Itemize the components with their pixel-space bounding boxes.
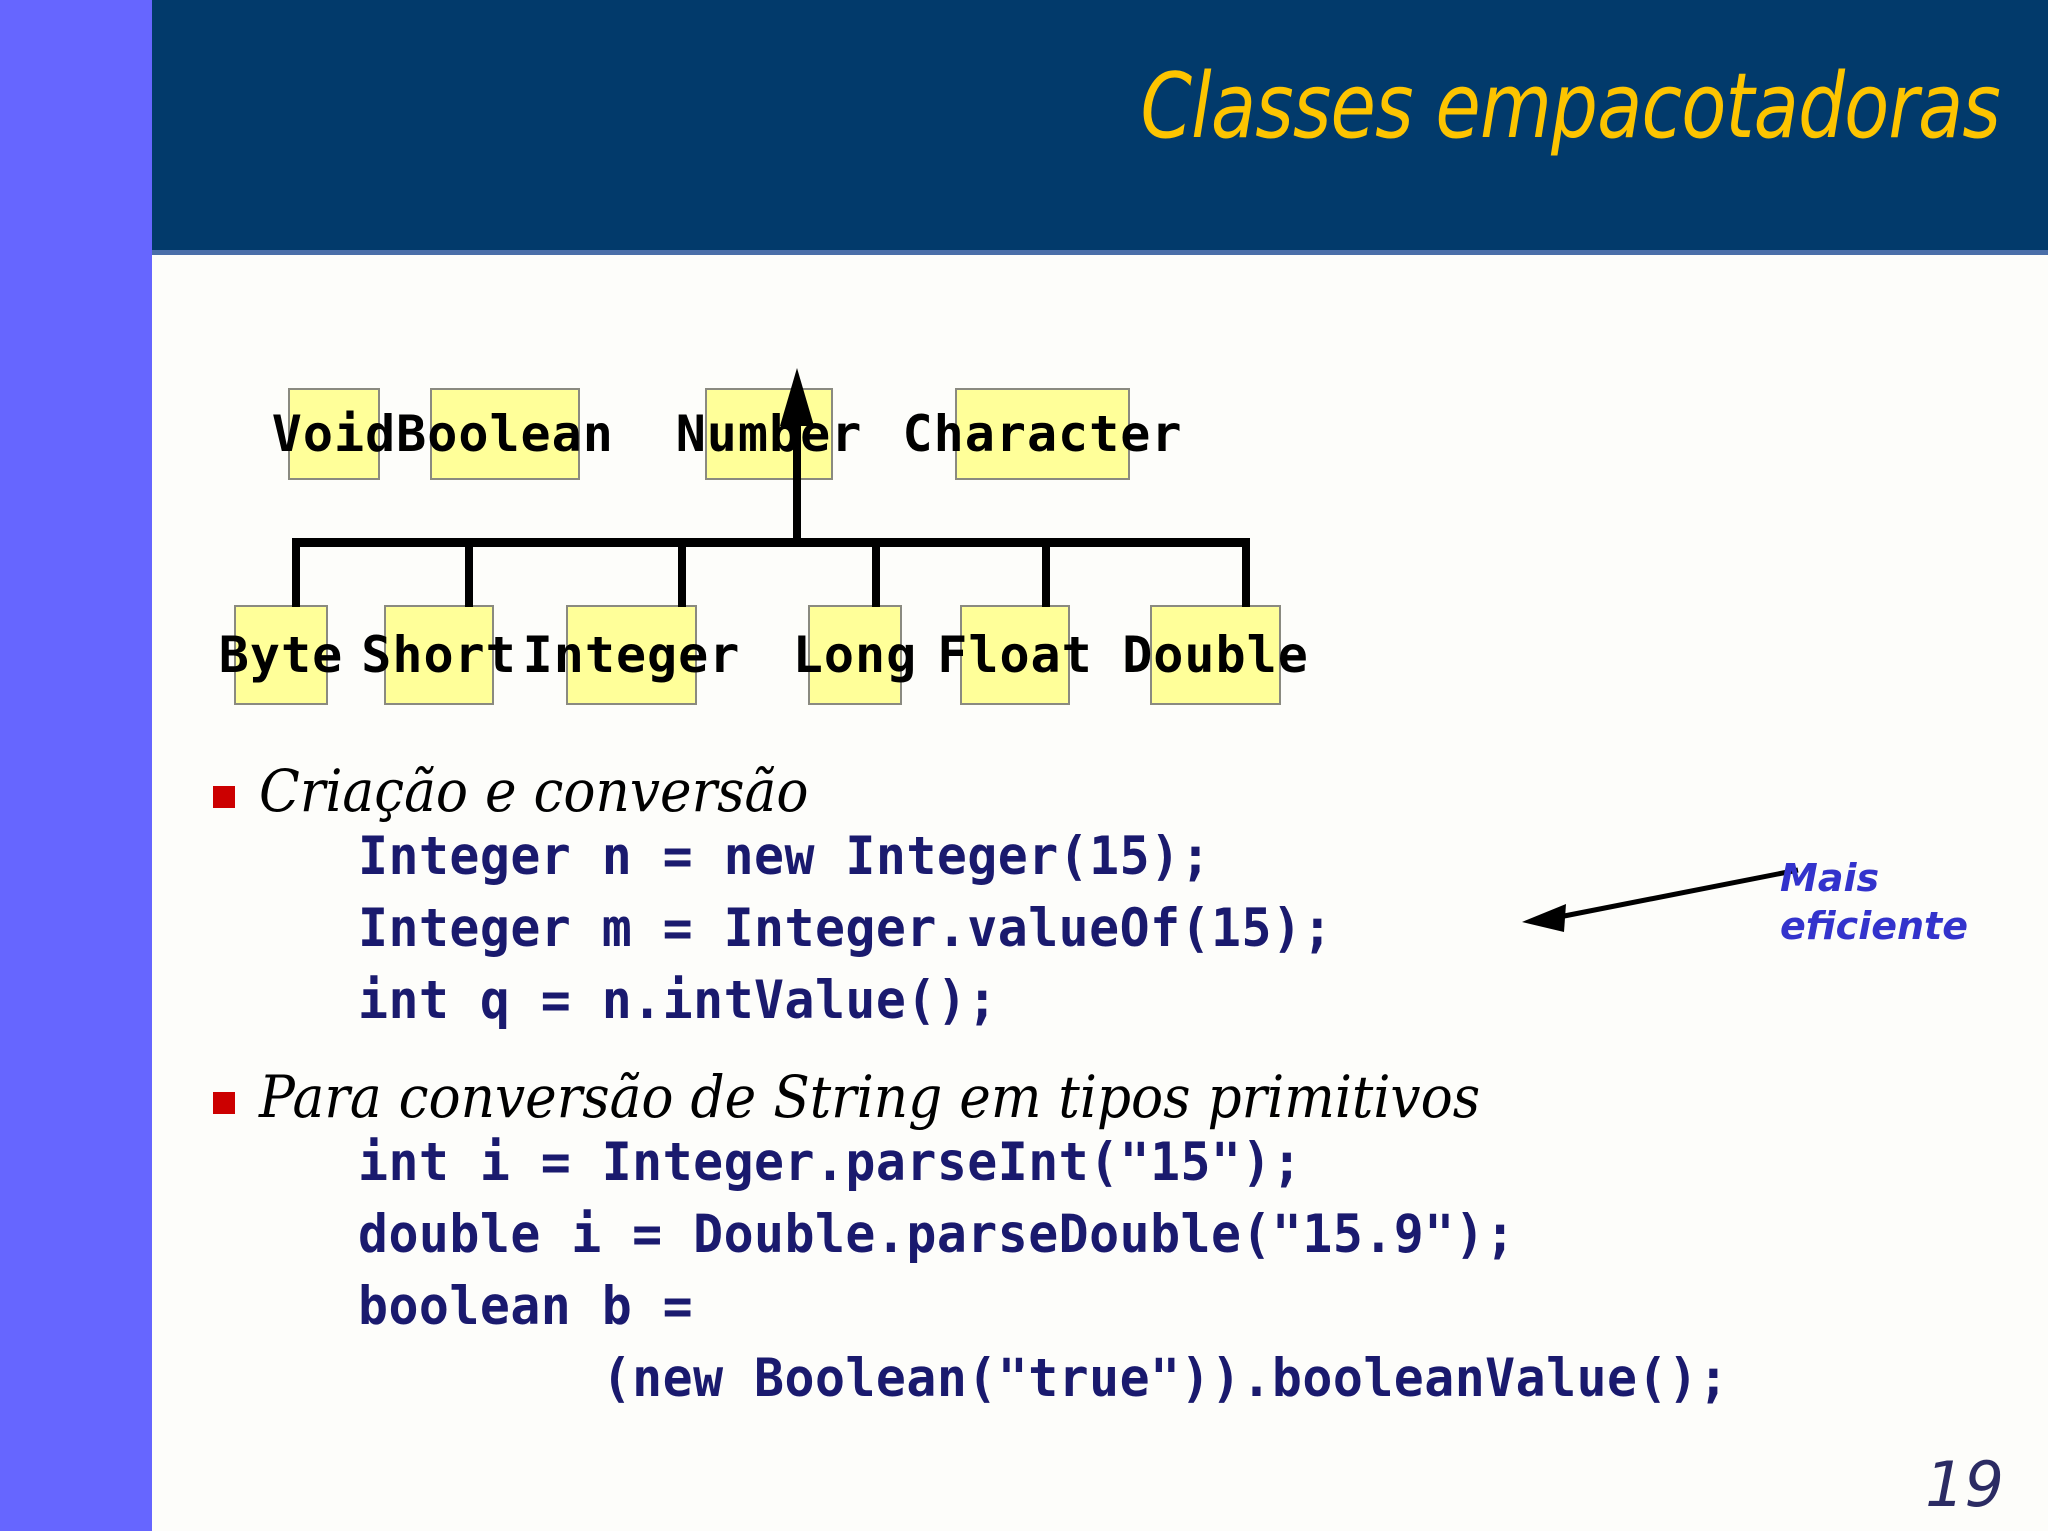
code-line-1-3: int q = n.intValue(); [358,970,998,1031]
class-box-double: Double [1122,605,1308,705]
bullet-square-icon [213,786,235,808]
class-box-void: Void [272,388,395,480]
class-box-character: Character [903,388,1181,480]
annotation-mais-eficiente: Mais eficiente [1780,855,2030,950]
code-line-2-1: int i = Integer.parseInt("15"); [358,1132,1303,1193]
connector-horizontal-bus [292,538,1250,547]
code-line-1-2: Integer m = Integer.valueOf(15); [358,898,1333,959]
class-box-byte: Byte [219,605,342,705]
connector-drop-float [1042,547,1050,607]
code-line-2-3: boolean b = [358,1276,694,1337]
annotation-line-1: Mais [1780,856,1880,900]
class-box-number: Number [676,388,861,480]
class-box-integer: Integer [523,605,739,705]
page-number: 19 [1925,1448,2004,1521]
connector-drop-byte [292,547,300,607]
bullet-item-2: Para conversão de String em tipos primit… [213,1068,1586,1126]
class-box-boolean: Boolean [396,388,613,480]
left-accent-bar [0,0,152,1531]
annotation-line-2: eficiente [1780,903,1968,948]
callout-arrow-icon [1522,867,1799,932]
code-line-2-2: double i = Double.parseDouble("15.9"); [358,1204,1516,1265]
inheritance-arrow-icon [780,368,814,426]
connector-drop-double [1242,547,1250,607]
bullet-label-1: Criação e conversão [259,757,809,825]
banner-underline [152,250,2048,255]
code-line-2-4: (new Boolean("true")).booleanValue(); [358,1348,1729,1409]
title-banner [152,0,2048,250]
bullet-square-icon [213,1092,235,1114]
class-box-short: Short [361,605,516,705]
code-line-1-1: Integer n = new Integer(15); [358,826,1212,887]
connector-riser-to-number [793,420,801,542]
class-box-float: Float [937,605,1092,705]
connector-drop-integer [678,547,686,607]
class-box-long: Long [793,605,916,705]
connector-drop-long [872,547,880,607]
page-title: Classes empacotadoras [1140,54,2000,159]
bullet-label-2: Para conversão de String em tipos primit… [259,1063,1481,1131]
bullet-item-1: Criação e conversão [213,762,856,820]
connector-drop-short [465,547,473,607]
